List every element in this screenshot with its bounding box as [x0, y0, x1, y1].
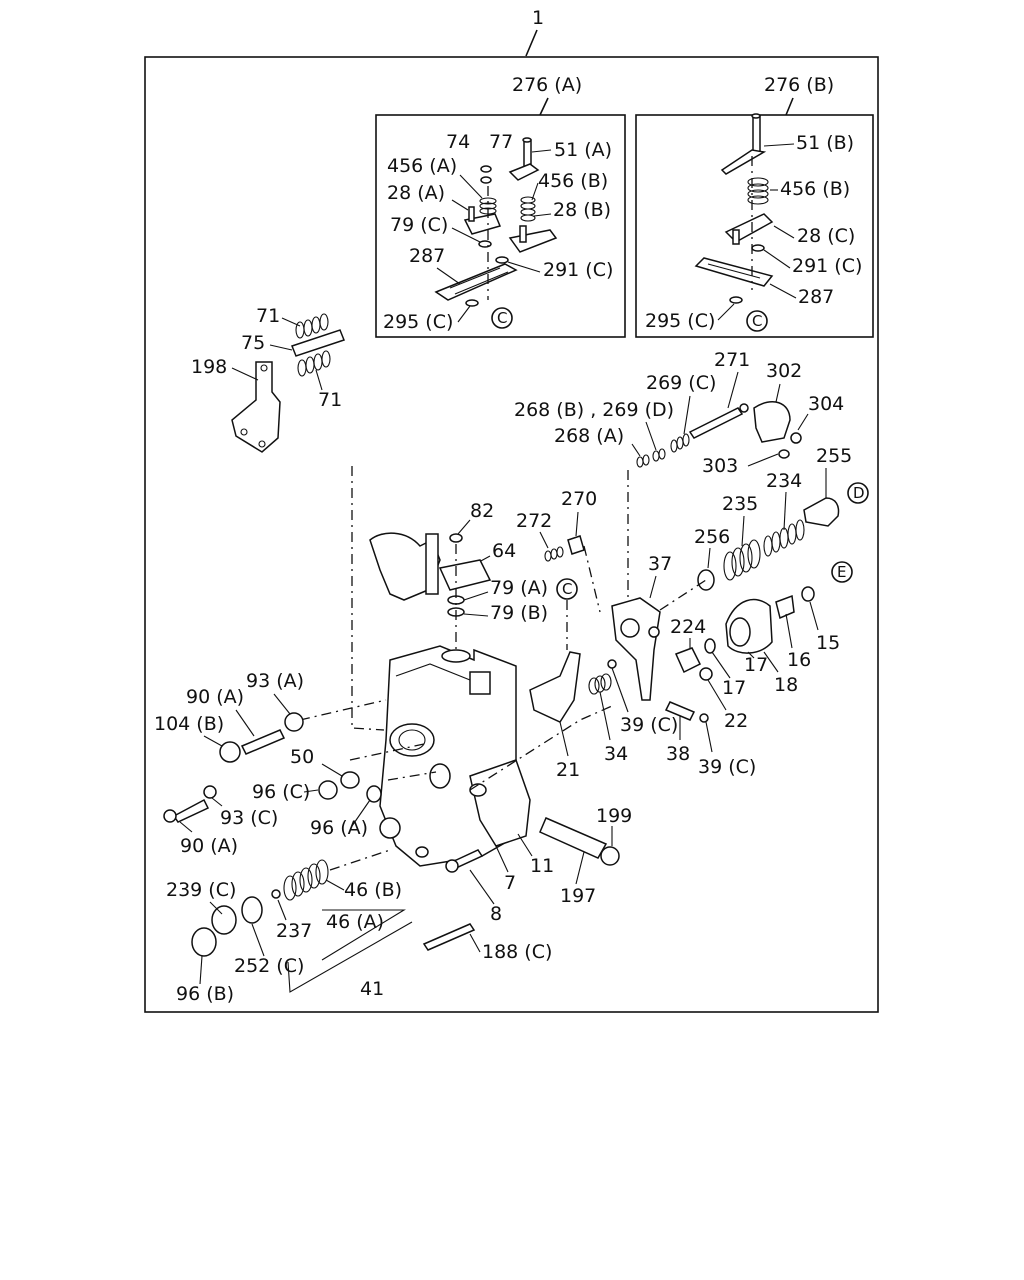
housing-parts — [163, 466, 620, 957]
part-label: 64 — [492, 540, 516, 562]
part-label: 17 — [744, 654, 768, 676]
part-label: 304 — [808, 393, 844, 415]
bracket-group — [231, 313, 345, 453]
part-label: 34 — [604, 743, 628, 765]
subassembly-a-labels: 74 77 51 (A) 456 (A) 456 (B) 28 (A) 28 (… — [383, 131, 613, 333]
part-label: 93 (A) — [246, 670, 304, 692]
subassembly-b-title: 276 (B) — [764, 74, 834, 96]
subassembly-a-parts — [434, 137, 558, 307]
part-label: 77 — [489, 131, 513, 153]
part-label: 269 (C) — [646, 372, 716, 394]
part-label: 51 (A) — [554, 139, 612, 161]
assembly-number: 1 — [532, 7, 544, 29]
part-label: 16 — [787, 649, 811, 671]
reference-letter: C — [752, 312, 762, 330]
part-label: 198 — [191, 356, 227, 378]
part-label: 252 (C) — [234, 955, 304, 977]
part-label: 7 — [504, 872, 516, 894]
governor-labels: 271 302 269 (C) 304 268 (B) , 269 (D) 26… — [457, 349, 852, 781]
part-label: 287 — [409, 245, 445, 267]
part-label: 272 — [516, 510, 552, 532]
part-label: 256 — [694, 526, 730, 548]
part-label: 46 (A) — [326, 911, 384, 933]
part-label: 28 (C) — [797, 225, 855, 247]
part-label: 303 — [702, 455, 738, 477]
subassembly-a-leader — [539, 97, 549, 116]
part-label: 188 (C) — [482, 941, 552, 963]
part-label: 90 (A) — [180, 835, 238, 857]
part-label: 237 — [276, 920, 312, 942]
part-label: 11 — [530, 855, 554, 877]
part-label: 270 — [561, 488, 597, 510]
part-label: 235 — [722, 493, 758, 515]
part-label: 224 — [670, 616, 706, 638]
part-label: 50 — [290, 746, 314, 768]
subassembly-b-parts — [694, 113, 774, 304]
part-label: 104 (B) — [154, 713, 224, 735]
part-label: 21 — [556, 759, 580, 781]
part-label: 71 — [318, 389, 342, 411]
part-label: 96 (B) — [176, 983, 234, 1005]
part-label: 93 (C) — [220, 807, 278, 829]
part-label: 197 — [560, 885, 596, 907]
part-label: 456 (A) — [387, 155, 457, 177]
part-label: 287 — [798, 286, 834, 308]
subassembly-a-title: 276 (A) — [512, 74, 582, 96]
assembly-leader — [525, 29, 538, 57]
part-label: 18 — [774, 674, 798, 696]
part-label: 255 — [816, 445, 852, 467]
part-label: 302 — [766, 360, 802, 382]
part-label: 71 — [256, 305, 280, 327]
reference-letter: D — [853, 484, 865, 502]
part-label: 37 — [648, 553, 672, 575]
part-label: 17 — [722, 677, 746, 699]
part-label: 79 (C) — [390, 214, 448, 236]
part-label: 199 — [596, 805, 632, 827]
part-label: 239 (C) — [166, 879, 236, 901]
part-label: 456 (B) — [538, 170, 608, 192]
part-label: 234 — [766, 470, 802, 492]
governor-parts: D E — [529, 401, 869, 723]
part-label: 96 (C) — [252, 781, 310, 803]
part-label: 295 (C) — [645, 310, 715, 332]
part-label: 295 (C) — [383, 311, 453, 333]
part-label: 46 (B) — [344, 879, 402, 901]
part-label: 268 (A) — [554, 425, 624, 447]
subassembly-a-box — [375, 114, 626, 338]
subassembly-b-labels: 51 (B) 456 (B) 28 (C) 291 (C) 287 295 (C… — [645, 132, 862, 332]
part-label: 39 (C) — [698, 756, 756, 778]
part-label: 22 — [724, 710, 748, 732]
part-label: 79 (B) — [490, 602, 548, 624]
subassembly-b-leader — [785, 97, 794, 116]
part-label: 291 (C) — [543, 259, 613, 281]
reference-letter: C — [562, 580, 572, 598]
bracket-labels: 71 75 198 71 — [191, 305, 342, 411]
housing-labels: 93 (A) 90 (A) 104 (B) 50 96 (C) 93 (C) 9… — [154, 670, 632, 1005]
part-label: 39 (C) — [620, 714, 678, 736]
part-label: 8 — [490, 903, 502, 925]
reference-letter: E — [837, 563, 846, 581]
part-label: 456 (B) — [780, 178, 850, 200]
part-label: 90 (A) — [186, 686, 244, 708]
part-label: 291 (C) — [792, 255, 862, 277]
part-label: 28 (A) — [387, 182, 445, 204]
reference-letter: C — [497, 309, 507, 327]
part-label: 271 — [714, 349, 750, 371]
part-label: 96 (A) — [310, 817, 368, 839]
part-label: 15 — [816, 632, 840, 654]
part-label: 41 — [360, 978, 384, 1000]
part-label: 74 — [446, 131, 470, 153]
part-label: 79 (A) — [490, 577, 548, 599]
part-label: 75 — [241, 332, 265, 354]
part-label: 51 (B) — [796, 132, 854, 154]
part-label: 38 — [666, 743, 690, 765]
part-label: 82 — [470, 500, 494, 522]
part-label: 268 (B) , 269 (D) — [514, 399, 674, 421]
part-label: 28 (B) — [553, 199, 611, 221]
outer-frame — [144, 56, 879, 1013]
